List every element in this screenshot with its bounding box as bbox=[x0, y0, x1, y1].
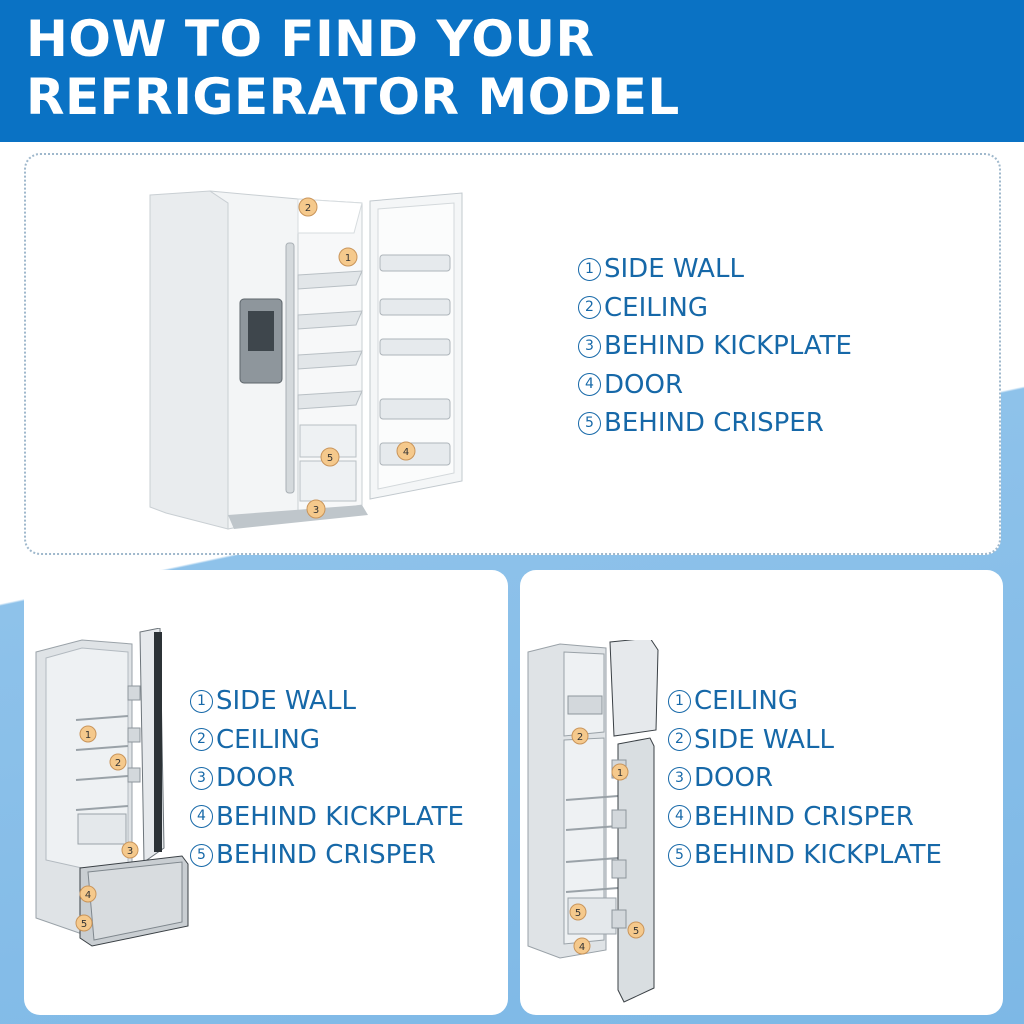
legend-label: SIDE WALL bbox=[216, 686, 356, 716]
legend-number: 4 bbox=[190, 805, 213, 829]
svg-text:4: 4 bbox=[403, 447, 409, 458]
svg-text:3: 3 bbox=[313, 505, 319, 516]
svg-text:4: 4 bbox=[579, 942, 585, 953]
legend-label: DOOR bbox=[216, 763, 296, 793]
svg-text:5: 5 bbox=[327, 453, 333, 464]
legend-number: 2 bbox=[190, 728, 213, 752]
legend-number: 2 bbox=[668, 728, 691, 752]
title-line-2: REFRIGERATOR MODEL bbox=[26, 68, 680, 126]
svg-text:1: 1 bbox=[85, 730, 91, 741]
svg-text:2: 2 bbox=[115, 758, 121, 769]
legend-label: DOOR bbox=[694, 763, 774, 793]
marker-3: 3 bbox=[121, 841, 139, 859]
marker-1: 1 bbox=[611, 763, 629, 781]
legend-number: 5 bbox=[578, 411, 601, 435]
legend-label: BEHIND KICKPLATE bbox=[694, 840, 942, 870]
legend-number: 2 bbox=[578, 296, 601, 320]
svg-text:1: 1 bbox=[345, 253, 351, 264]
marker-5: 5 bbox=[320, 447, 340, 467]
marker-5-door: 5 bbox=[627, 921, 645, 939]
legend-label: BEHIND CRISPER bbox=[604, 408, 824, 438]
marker-2: 2 bbox=[571, 727, 589, 745]
title-line-1: HOW TO FIND YOUR bbox=[26, 10, 595, 68]
legend-number: 4 bbox=[578, 373, 601, 397]
legend-number: 1 bbox=[578, 257, 601, 281]
legend-label: BEHIND CRISPER bbox=[216, 840, 436, 870]
svg-text:2: 2 bbox=[577, 732, 583, 743]
legend-label: SIDE WALL bbox=[694, 724, 834, 755]
marker-2: 2 bbox=[109, 753, 127, 771]
legend-number: 3 bbox=[578, 334, 601, 358]
marker-1: 1 bbox=[79, 725, 97, 743]
legend-number: 3 bbox=[190, 766, 213, 790]
legend-label: BEHIND KICKPLATE bbox=[604, 331, 852, 361]
page-title: HOW TO FIND YOUR REFRIGERATOR MODEL bbox=[26, 10, 680, 126]
svg-text:5: 5 bbox=[81, 919, 87, 930]
svg-text:5: 5 bbox=[633, 926, 639, 937]
legend-number: 5 bbox=[190, 843, 213, 867]
svg-text:3: 3 bbox=[127, 846, 133, 857]
marker-3: 3 bbox=[306, 499, 326, 519]
marker-1: 1 bbox=[338, 247, 358, 267]
marker-4: 4 bbox=[79, 885, 97, 903]
legend-label: CEILING bbox=[694, 686, 798, 716]
marker-4: 4 bbox=[396, 441, 416, 461]
legend-number: 3 bbox=[668, 766, 691, 790]
legend-number: 1 bbox=[190, 689, 213, 713]
legend-label: BEHIND CRISPER bbox=[694, 801, 914, 832]
marker-5: 5 bbox=[569, 903, 587, 921]
legend-number: 5 bbox=[668, 843, 691, 867]
svg-text:4: 4 bbox=[85, 890, 91, 901]
legend-number: 1 bbox=[668, 689, 691, 713]
legend-label: SIDE WALL bbox=[604, 254, 744, 284]
top-freezer-fridge-illustration: 2 1 5 5 4 bbox=[527, 640, 659, 1003]
legend-number: 4 bbox=[668, 805, 691, 829]
header-banner: HOW TO FIND YOUR REFRIGERATOR MODEL bbox=[0, 0, 1024, 142]
legend-label: DOOR bbox=[604, 369, 684, 400]
marker-5: 5 bbox=[75, 914, 93, 932]
bottom-freezer-fridge-illustration: 1 2 3 4 5 bbox=[35, 628, 189, 947]
svg-text:1: 1 bbox=[617, 768, 623, 779]
legend-label: CEILING bbox=[216, 724, 320, 755]
legend-label: CEILING bbox=[604, 292, 708, 323]
side-by-side-fridge-illustration: 2 1 5 4 3 bbox=[149, 190, 463, 530]
marker-2: 2 bbox=[298, 197, 318, 217]
marker-4: 4 bbox=[573, 937, 591, 955]
svg-text:5: 5 bbox=[575, 908, 581, 919]
legend-label: BEHIND KICKPLATE bbox=[216, 801, 464, 832]
svg-text:2: 2 bbox=[305, 203, 311, 214]
